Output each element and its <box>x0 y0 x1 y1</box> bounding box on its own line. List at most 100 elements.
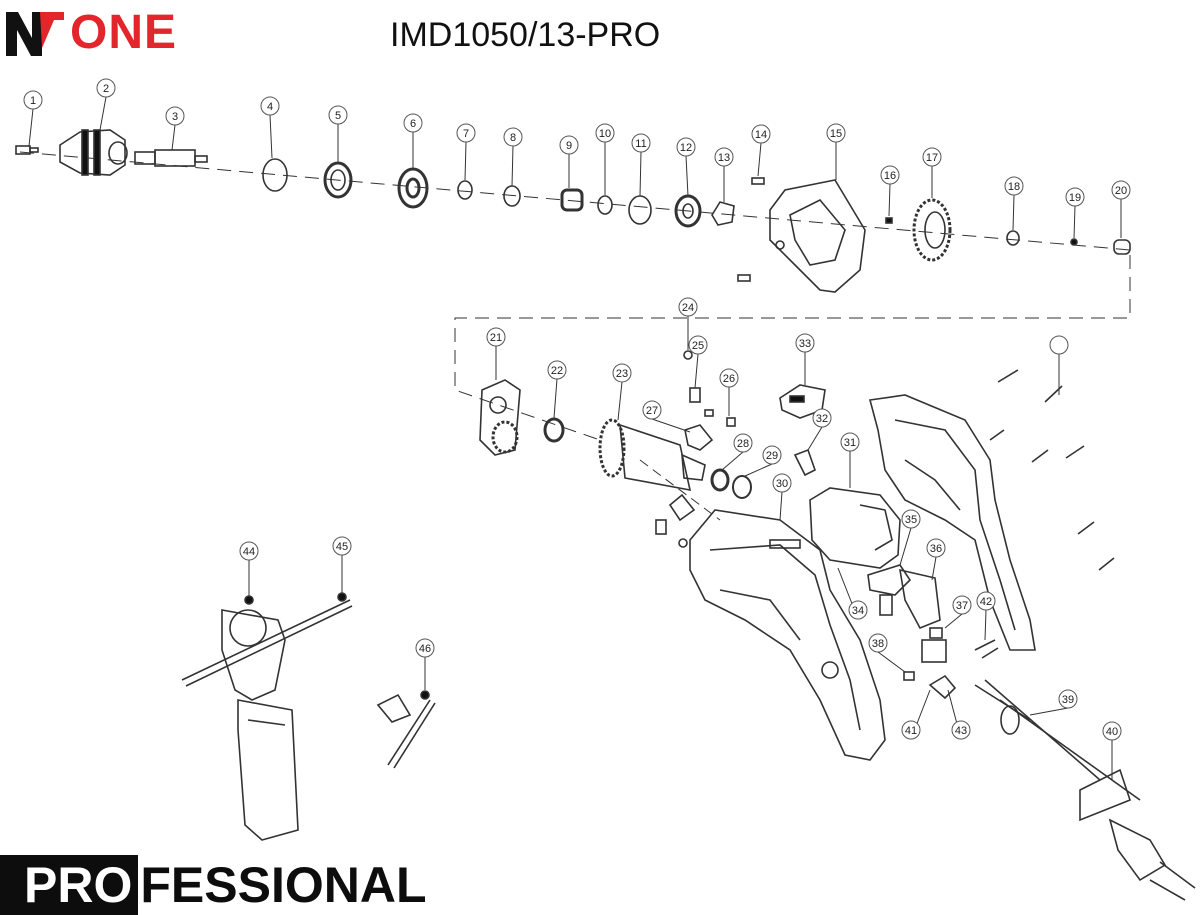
part-callout: 7 <box>456 123 476 181</box>
callout-leader <box>99 96 107 131</box>
part-bushing <box>560 188 584 212</box>
callout-circle <box>880 165 900 185</box>
part-pin <box>885 217 893 224</box>
part-number: 26 <box>723 373 735 385</box>
callout-leader <box>899 527 912 566</box>
part-gear <box>912 198 952 262</box>
part-chuck <box>59 129 128 176</box>
part-callout: 1 <box>23 90 43 147</box>
callout-leader <box>984 609 987 641</box>
part-number: 13 <box>718 152 730 164</box>
callout-circle <box>1102 721 1122 741</box>
callout-leader <box>171 124 176 151</box>
part-callout: 17 <box>922 147 942 198</box>
part-washer <box>323 161 353 199</box>
part-number: 9 <box>566 140 572 152</box>
part-callout: 33 <box>795 333 815 385</box>
callout-circle <box>826 123 846 143</box>
part-callout: 34 <box>837 567 868 620</box>
part-number: 21 <box>490 332 502 344</box>
part-number: 22 <box>551 365 563 377</box>
part-callout: 12 <box>676 137 696 197</box>
part-housing-left <box>678 509 886 761</box>
callout-circle <box>901 509 921 529</box>
callout-leader <box>888 183 891 217</box>
callout-circle <box>1004 176 1024 196</box>
part-small-parts <box>903 639 999 700</box>
callout-leader <box>931 556 937 581</box>
part-number: 30 <box>776 478 788 490</box>
brand-name: ONE <box>70 6 178 59</box>
part-callout: 41 <box>901 689 931 740</box>
callout-circle <box>840 432 860 452</box>
footer-logo-highlight: PRO <box>0 855 139 915</box>
part-callout: 39 <box>1029 689 1078 716</box>
callout-leader <box>553 378 558 419</box>
part-callout: 44 <box>239 541 259 596</box>
callout-circle <box>165 106 185 126</box>
part-callout: 31 <box>840 432 860 488</box>
callout-circle <box>812 408 832 428</box>
callout-circle <box>612 363 632 383</box>
part-ring <box>503 185 521 207</box>
callout-leader <box>1012 194 1015 231</box>
callout-circle <box>332 536 352 556</box>
part-switch-cover <box>793 448 816 477</box>
part-number: 29 <box>766 450 778 462</box>
callout-leader <box>944 613 963 629</box>
part-number: 12 <box>680 142 692 154</box>
part-number: 37 <box>956 600 968 612</box>
part-number: 14 <box>755 129 767 141</box>
part-number: 43 <box>955 725 967 737</box>
part-screws <box>989 369 1115 571</box>
part-ring <box>1006 230 1020 246</box>
callout-circle <box>926 538 946 558</box>
callout-circle <box>559 135 579 155</box>
part-number: 3 <box>172 111 178 123</box>
part-callout: 45 <box>332 536 352 593</box>
part-stator <box>809 487 901 569</box>
callout-circle <box>631 133 651 153</box>
part-callout: 29 <box>744 445 782 477</box>
callout-leader <box>721 451 744 471</box>
part-ball <box>1070 238 1078 246</box>
callout-circle <box>868 633 888 653</box>
part-screw <box>751 177 765 185</box>
part-number: 10 <box>599 128 611 140</box>
part-number: 8 <box>510 132 516 144</box>
brand-mark-icon <box>6 12 64 56</box>
part-callout: 18 <box>1004 176 1024 231</box>
part-number: 35 <box>905 514 917 526</box>
part-callout: 20 <box>1111 180 1131 238</box>
callout-circle <box>976 591 996 611</box>
callout-circle <box>714 147 734 167</box>
part-callout: 40 <box>1102 721 1122 780</box>
model-title: IMD1050/13-PRO <box>390 16 661 54</box>
part-bearing <box>710 468 752 499</box>
part-number: 6 <box>410 118 416 130</box>
callout-circle <box>595 123 615 143</box>
part-number: 44 <box>243 546 255 558</box>
part-number: 39 <box>1062 694 1074 706</box>
part-number: 4 <box>267 101 273 113</box>
part-clip <box>711 201 735 226</box>
callout-circle <box>415 638 435 658</box>
callout-leader <box>28 108 34 147</box>
part-number: 42 <box>980 596 992 608</box>
part-washer <box>543 417 565 443</box>
part-bearing-plate <box>479 379 521 456</box>
part-callout: 22 <box>547 360 567 419</box>
part-callout: 42 <box>976 591 996 641</box>
callout-circle <box>733 433 753 453</box>
part-callout: 26 <box>719 368 739 416</box>
part-number: 34 <box>852 605 864 617</box>
callout-leader <box>617 381 623 421</box>
part-screw <box>15 145 39 155</box>
callout-circle <box>1049 335 1069 355</box>
part-number: 27 <box>646 405 658 417</box>
callout-circle <box>239 541 259 561</box>
callout-leader <box>269 114 273 159</box>
callout-circle <box>848 600 868 620</box>
callout-leader <box>807 426 823 451</box>
